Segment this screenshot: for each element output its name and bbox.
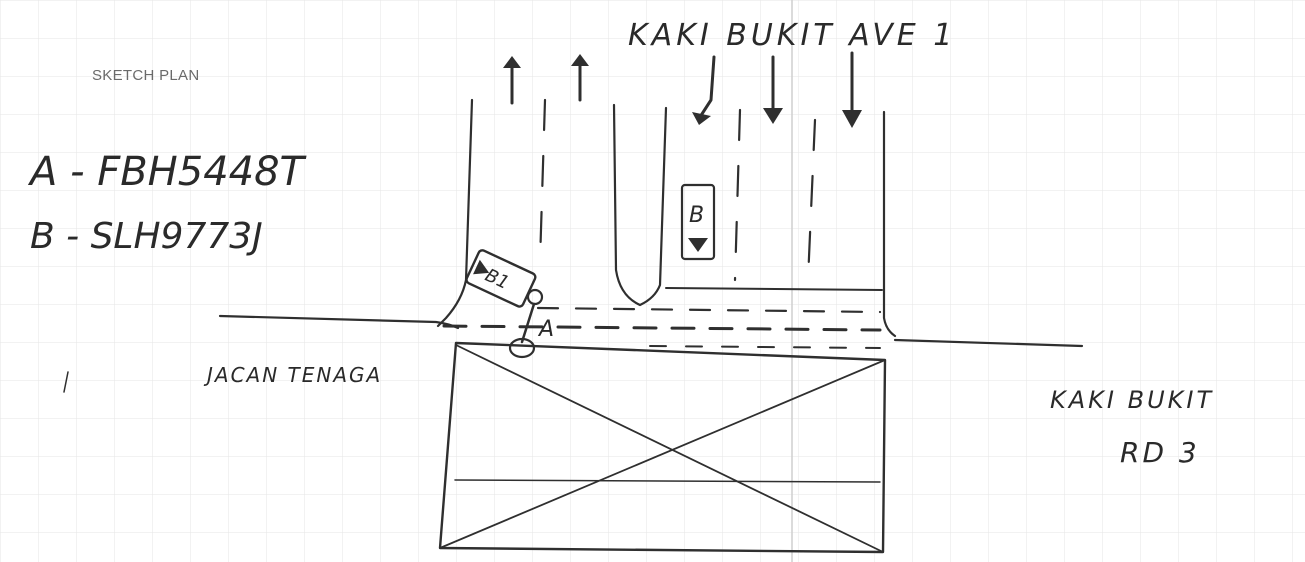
- lane-divider-dashed: [538, 98, 547, 264]
- road-label-kaki-bukit-line1: KAKI BUKIT: [1050, 386, 1214, 414]
- vehicle-b: B: [680, 183, 716, 261]
- vehicle-b-label: B: [689, 203, 704, 228]
- median-edge: [665, 287, 883, 291]
- road-edge: [882, 110, 897, 338]
- road-label-rd3: RD 3: [1120, 436, 1200, 469]
- sketch-plan-title: SKETCH PLAN: [92, 67, 200, 84]
- building-inner-line: [454, 479, 881, 483]
- road-edge: [612, 103, 668, 307]
- down-arrow-icon: [763, 55, 783, 124]
- vehicle-a-label: A: [537, 317, 554, 342]
- building-cross: [439, 344, 886, 553]
- road-label-kaki-bukit-ave-1: KAKI BUKIT AVE 1: [628, 18, 956, 53]
- stray-mark: [63, 371, 69, 393]
- up-arrow-icon: [503, 56, 521, 105]
- road-edge: [893, 338, 1084, 348]
- legend-vehicle-a: A - FBH5448T: [27, 149, 308, 195]
- stop-line-dashed: [536, 306, 882, 314]
- down-arrow-icon: [842, 51, 862, 128]
- vehicle-a: A: [508, 302, 554, 359]
- lane-divider-dashed: [806, 118, 817, 282]
- up-arrow-icon: [571, 54, 589, 102]
- stop-line-dashed: [649, 345, 881, 349]
- lane-divider-dashed: [733, 108, 742, 282]
- stop-line-dashed: [442, 324, 882, 332]
- road-label-jacan-tenaga: JACAN TENAGA: [203, 363, 382, 387]
- legend-vehicle-b: B - SLH9773J: [30, 216, 263, 257]
- turn-arrow-icon: [692, 55, 716, 125]
